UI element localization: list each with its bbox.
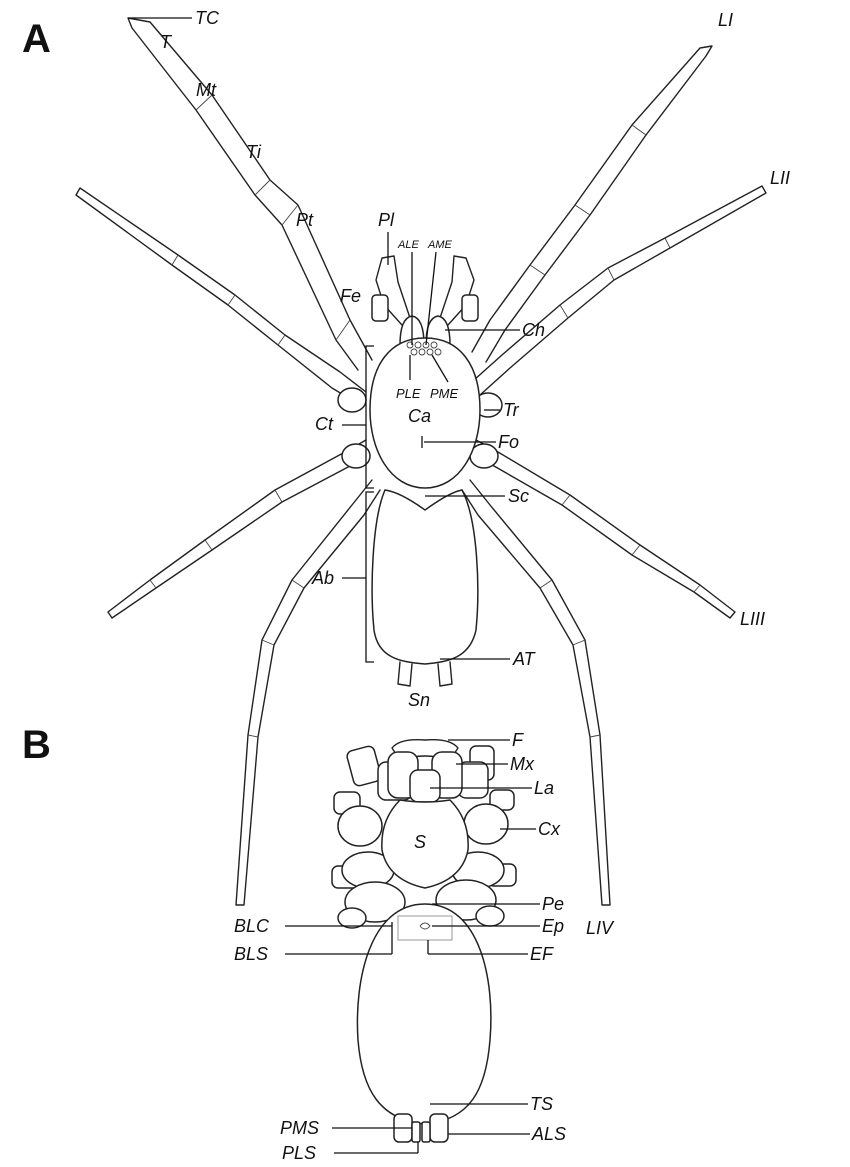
leg-iii-right	[469, 439, 736, 619]
coxae-right	[435, 745, 517, 927]
label-pls: PLS	[282, 1143, 316, 1163]
leg-iv-right	[461, 479, 611, 906]
label-leg-iii: LIII	[740, 609, 765, 629]
leg-ii-right	[473, 185, 767, 418]
label-s: S	[414, 832, 426, 852]
label-la: La	[534, 778, 554, 798]
panel-label-a: A	[22, 17, 51, 61]
leg-i-right	[471, 45, 713, 363]
label-t: T	[160, 32, 173, 52]
leg-iv-left	[235, 479, 381, 906]
label-pms: PMS	[280, 1118, 319, 1138]
abdomen	[371, 489, 479, 687]
label-leg-ii: LII	[770, 168, 790, 188]
label-mx: Mx	[510, 754, 535, 774]
label-ep: Ep	[542, 916, 564, 936]
label-f: F	[512, 730, 524, 750]
eye-cluster	[406, 341, 442, 356]
leader-lines-a	[128, 17, 520, 660]
label-sc: Sc	[508, 486, 529, 506]
label-ame: AME	[427, 239, 453, 251]
leader-lines-b	[285, 739, 540, 1154]
label-leg-iv: LIV	[586, 918, 615, 938]
panel-label-b: B	[22, 723, 51, 767]
label-sn: Sn	[408, 690, 430, 710]
panel-a-dorsal-view: A TC T Mt Ti Pt Pl Fe ALE AME Ch PLE PME…	[22, 8, 790, 938]
label-ct: Ct	[315, 414, 334, 434]
label-pe: Pe	[542, 894, 564, 914]
label-tc: TC	[195, 8, 220, 28]
label-ca: Ca	[408, 406, 431, 426]
label-bls: BLS	[234, 944, 268, 964]
panel-b-ventral-view: B F Mx La Cx S Pe BLC Ep BLS EF TS PMS A…	[22, 723, 566, 1163]
label-fe: Fe	[340, 286, 361, 306]
leg-i-left	[127, 17, 373, 371]
label-leg-i: LI	[718, 10, 733, 30]
leg-iii-left	[107, 439, 371, 619]
label-als: ALS	[531, 1124, 566, 1144]
label-pt: Pt	[296, 210, 314, 230]
carapace	[369, 337, 481, 489]
label-at: AT	[512, 649, 537, 669]
label-pl: Pl	[378, 210, 395, 230]
label-pme: PME	[430, 386, 459, 401]
pedipalps	[371, 255, 479, 326]
leg-ii-left	[75, 187, 367, 413]
sternum	[381, 799, 469, 889]
label-blc: BLC	[234, 916, 270, 936]
label-mt: Mt	[196, 80, 217, 100]
label-cx: Cx	[538, 819, 561, 839]
mouthparts	[387, 738, 463, 803]
label-ple: PLE	[396, 386, 421, 401]
label-ale: ALE	[397, 239, 419, 251]
label-ab: Ab	[311, 568, 334, 588]
label-ch: Ch	[522, 320, 545, 340]
label-fo: Fo	[498, 432, 519, 452]
label-tr: Tr	[503, 400, 520, 420]
label-ef: EF	[530, 944, 554, 964]
label-ts: TS	[530, 1094, 553, 1114]
label-ti: Ti	[246, 142, 262, 162]
ventral-abdomen	[356, 903, 492, 1143]
